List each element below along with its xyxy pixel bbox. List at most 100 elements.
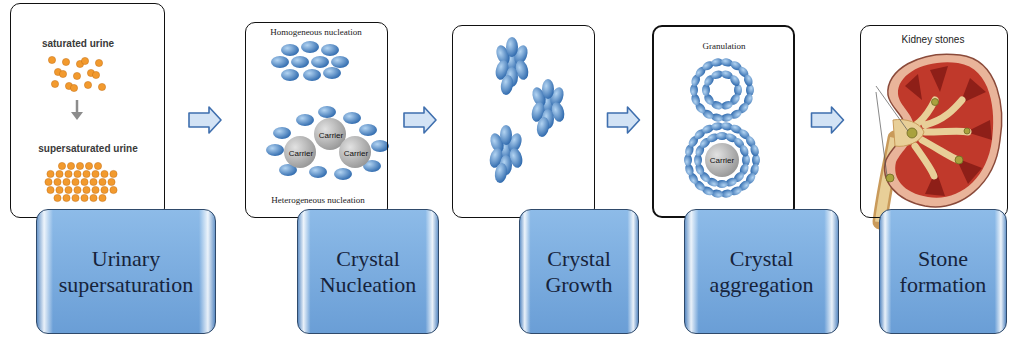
stage-note: Granulation <box>703 41 746 51</box>
granulation-rings <box>684 57 760 198</box>
solute-dots <box>99 178 106 185</box>
solute-dots <box>90 194 97 201</box>
stage-label: Crystal aggregation <box>684 209 839 334</box>
heterogeneous-crystals <box>309 166 327 178</box>
solute-dots <box>56 186 63 193</box>
crystal-clusters <box>499 74 514 96</box>
stage-label: Stone formation <box>879 209 1007 334</box>
block-arrow <box>608 107 640 133</box>
heterogeneous-crystals <box>334 168 352 180</box>
homogeneous-crystals <box>303 69 321 81</box>
homogeneous-crystals <box>271 56 289 68</box>
homogeneous-crystals <box>301 41 319 53</box>
solute-dots <box>81 194 88 201</box>
carrier-label: Carrier <box>710 156 734 165</box>
kidney-illustration <box>876 86 908 176</box>
stage-panel: Homogeneous nucleationCarrierCarrierCarr… <box>245 22 388 218</box>
solute-dots <box>76 162 83 169</box>
block-arrow <box>189 107 221 133</box>
solute-dots <box>59 70 66 77</box>
stage-label: Crystal Growth <box>519 209 639 334</box>
heterogeneous-crystals <box>296 114 314 126</box>
solute-dots <box>48 56 55 63</box>
kidney-illustration <box>955 156 963 164</box>
solute-dots <box>58 162 65 169</box>
solute-dots <box>110 186 117 193</box>
stage-panel: Kidney stonesStone formation <box>860 25 1008 218</box>
stage-label: Urinary supersaturation <box>36 209 216 334</box>
crystal-clusters <box>488 37 567 184</box>
illustration-label: Kidney stones <box>902 34 965 45</box>
carrier-particles <box>284 136 316 168</box>
solute-dots <box>65 170 72 177</box>
solute-dots <box>101 170 108 177</box>
heterogeneous-crystals <box>359 124 377 136</box>
stage-panel: Crystal Growth <box>452 25 595 218</box>
solute-dots <box>92 170 99 177</box>
kidney-illustration <box>885 54 1002 207</box>
solute-dots <box>51 80 58 87</box>
solute-dots <box>72 194 79 201</box>
solute-dots <box>95 59 102 66</box>
granulation-rings <box>734 84 742 96</box>
solute-dots <box>83 186 90 193</box>
heterogeneous-crystals <box>343 112 361 124</box>
heterogeneous-crystals <box>266 144 284 156</box>
solute-dots <box>85 162 92 169</box>
stage-note: Heterogeneous nucleation <box>271 195 365 205</box>
solute-dots <box>84 81 91 88</box>
heterogeneous-crystals <box>266 106 389 180</box>
stage-note: supersaturated urine <box>38 143 137 154</box>
granulation-rings <box>743 73 755 87</box>
solute-dots <box>54 194 61 201</box>
solute-dots <box>98 83 105 90</box>
kidney-illustration <box>876 86 908 131</box>
solute-dots <box>72 178 79 185</box>
heterogeneous-crystals <box>273 127 291 139</box>
carrier-particles <box>339 136 371 168</box>
crystal-clusters <box>542 79 554 99</box>
solute-dots <box>70 84 77 91</box>
solute-dots <box>81 178 88 185</box>
solute-dots <box>54 178 61 185</box>
kidney-illustration <box>886 99 970 183</box>
heterogeneous-crystals <box>318 106 336 118</box>
crystal-clusters <box>500 125 512 145</box>
solute-dots <box>47 186 54 193</box>
solute-dots <box>45 178 52 185</box>
solute-dots <box>90 178 97 185</box>
kidney-illustration <box>964 128 970 134</box>
crystal-clusters <box>535 116 550 138</box>
solute-dots <box>83 170 90 177</box>
solute-dots <box>92 186 99 193</box>
kidney-illustration <box>900 100 968 176</box>
crystal-clusters <box>506 37 518 57</box>
carrier-label: Carrier <box>289 149 313 158</box>
kidney-illustration <box>930 66 948 92</box>
homogeneous-crystals <box>331 56 349 68</box>
kidney-illustration <box>907 128 917 138</box>
solute-dots <box>65 186 72 193</box>
kidney-illustration <box>905 74 922 100</box>
solute-dots <box>62 58 69 65</box>
crystal-clusters <box>493 162 508 184</box>
homogeneous-crystals <box>281 69 299 81</box>
stage-label: Crystal Nucleation <box>297 209 439 334</box>
solute-dots <box>45 56 117 201</box>
carrier-particles <box>284 118 739 177</box>
block-arrow <box>404 107 436 133</box>
solute-dots <box>67 162 74 169</box>
solute-dots <box>47 170 54 177</box>
solute-dots <box>108 178 115 185</box>
solute-dots <box>81 57 88 64</box>
solute-dots <box>63 178 70 185</box>
solute-dots <box>101 186 108 193</box>
solute-dots <box>74 170 81 177</box>
homogeneous-crystals <box>271 41 349 81</box>
down-arrow <box>71 100 83 120</box>
stage-note: Homogeneous nucleation <box>270 27 362 37</box>
down-arrow <box>71 112 83 120</box>
kidney-illustration <box>895 62 993 197</box>
